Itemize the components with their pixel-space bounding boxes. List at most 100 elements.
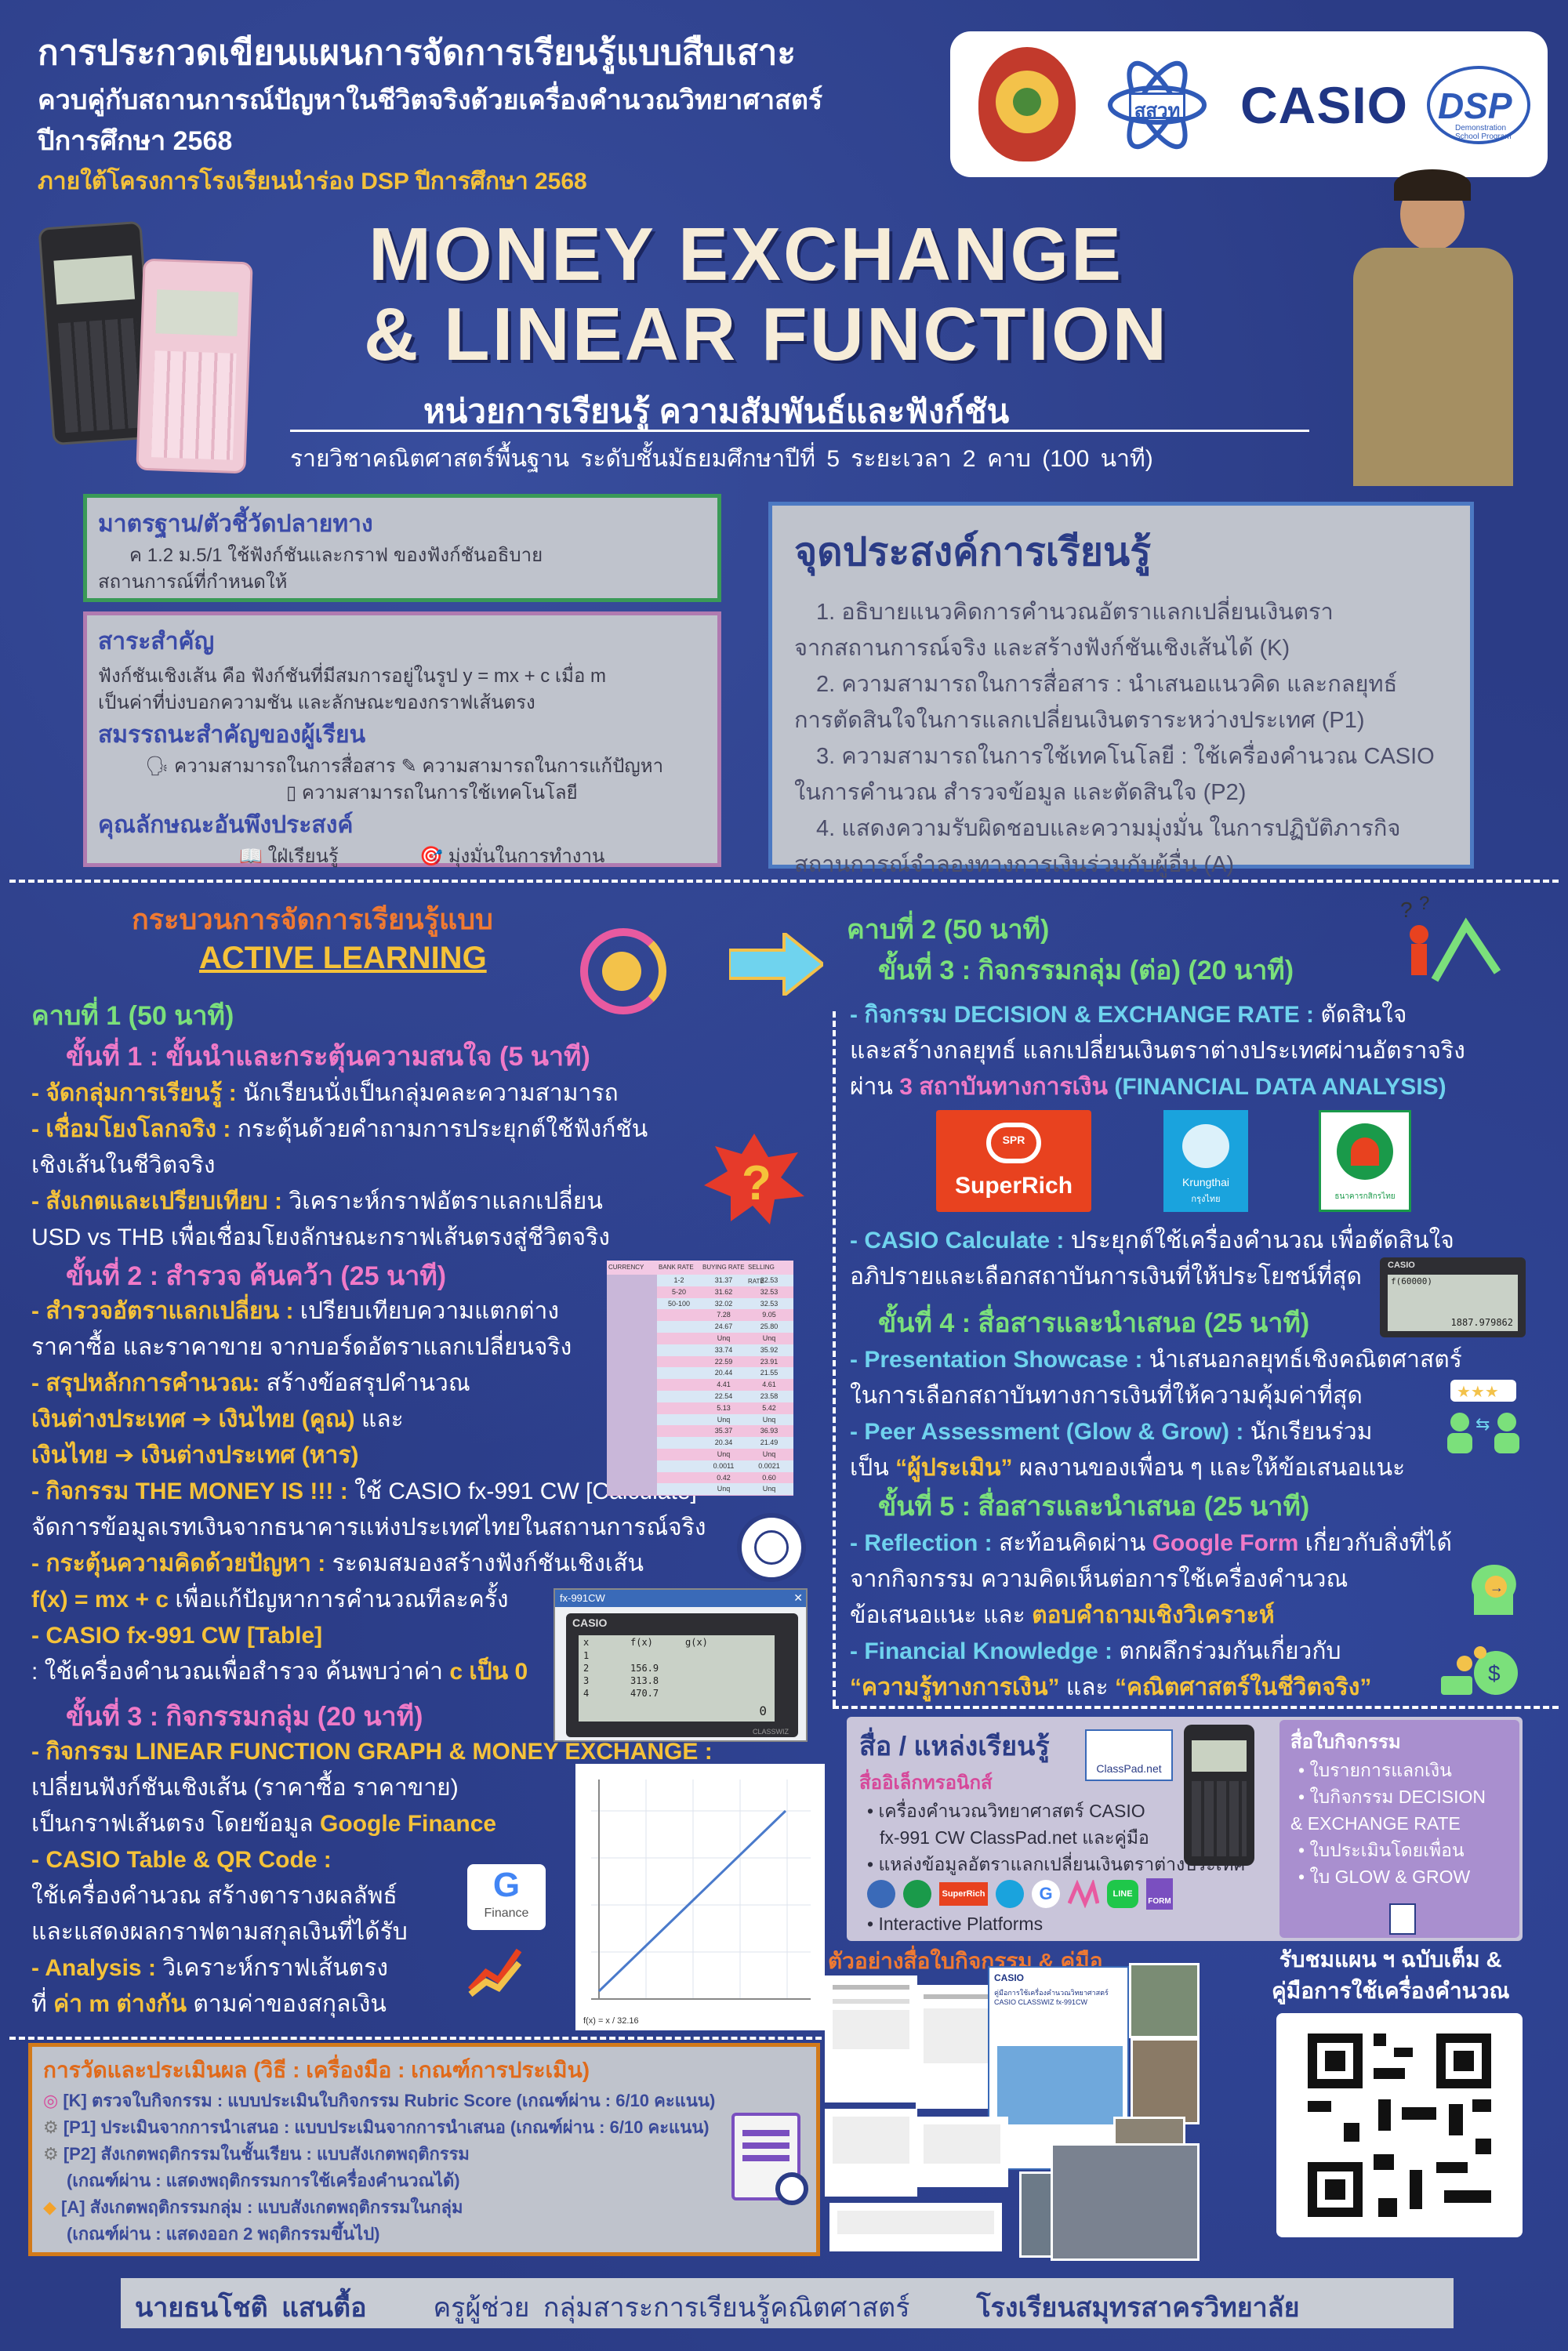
- e-media-title: สื่ออิเล็กทรอนิกส์: [859, 1772, 993, 1794]
- school-name: โรงเรียนสมุทรสาครวิทยาลัย: [976, 2293, 1300, 2323]
- objective-1a: 1. อธิบายแนวคิดการคำนวณอัตราแลกเปลี่ยนเง…: [816, 600, 1334, 625]
- rate-cell: 0.42: [717, 1473, 731, 1482]
- rate-cell: 22.54: [714, 1391, 733, 1400]
- standards-line2: สถานการณ์ที่กำหนดให้: [98, 571, 288, 593]
- e-media-1: • เครื่องคำนวณวิทยาศาสตร์ CASIO: [867, 1801, 1145, 1821]
- e-media-2: • แหล่งข้อมูลอัตราแลกเปลี่ยนเงินตราต่างป…: [867, 1854, 1246, 1874]
- col-g: g(x): [685, 1637, 708, 1648]
- rate-cell: 33.74: [714, 1345, 733, 1354]
- rate-cell: 0.0011: [713, 1461, 735, 1470]
- s1b-key: - เชื่อมโยงโลกจริง :: [31, 1116, 231, 1142]
- s2b-value3: เงินไทย ➔ เงินต่างประเทศ (หาร): [31, 1442, 359, 1468]
- s2a-value2: ราคาซื้อ และราคาขาย จากบอร์ดอัตราแลกเปลี…: [31, 1334, 572, 1360]
- main-title-line2: & LINEAR FUNCTION: [364, 292, 1169, 376]
- rate-cell: [607, 1275, 657, 1286]
- evaluation-title: การวัดและประเมินผล (วิธี : เครื่องมือ : …: [43, 2058, 590, 2082]
- r4-evaluator: “ผู้ประเมิน”: [895, 1455, 1013, 1481]
- classpad-icon: [867, 1880, 895, 1908]
- svg-text:?: ?: [1400, 898, 1413, 922]
- rate-cell: [657, 1437, 701, 1449]
- r4-be: เป็น: [850, 1455, 889, 1481]
- rate-cell: 1-2: [673, 1276, 684, 1284]
- qr-code[interactable]: [1276, 2013, 1523, 2237]
- gear-icon: ⚙: [43, 2117, 59, 2137]
- head-reflection-icon: →: [1466, 1560, 1524, 1618]
- competency-problem-solving: ความสามารถในการแก้ปัญหา: [422, 756, 664, 777]
- s2e-value2: c เป็น 0: [449, 1659, 528, 1685]
- money-bag-icon: $: [1441, 1637, 1524, 1700]
- superrich-sub: SPR: [1002, 1134, 1025, 1146]
- r5-value3: ข้อเสนอแนะ และ: [850, 1602, 1025, 1628]
- rate-header-cell: BUYING RATE: [702, 1264, 745, 1271]
- ipst-logo: สสวท: [1105, 53, 1209, 157]
- activity-sheets-box: สื่อใบกิจกรรม • ใบรายการแลกเงิน • ใบกิจก…: [1279, 1720, 1519, 1938]
- s3a-google-finance: Google Finance: [320, 1811, 497, 1837]
- step-5-content: - Reflection : สะท้อนคิดผ่าน Google Form…: [850, 1526, 1540, 1706]
- calc-table-cell: [685, 1675, 740, 1686]
- attribute-row: 📖 ใฝ่เรียนรู้ 🎯 มุ่งมั่นในการทำงาน: [98, 844, 706, 870]
- thinking-person-icon: ??: [1388, 893, 1505, 988]
- rate-cell: [607, 1367, 657, 1380]
- rate-cell: [607, 1437, 657, 1449]
- class-photo-5: [1051, 2143, 1200, 2261]
- rate-cell: 25.80: [760, 1322, 779, 1331]
- handshake-icon: ◆: [43, 2197, 56, 2217]
- rate-cell: [607, 1355, 657, 1368]
- rate-row: 0.42 0.60: [607, 1471, 793, 1484]
- sample-worksheet-3: [825, 2109, 917, 2197]
- attribute-eager: ใฝ่เรียนรู้: [267, 846, 339, 867]
- footer-bar: นายธนโชติ แสนตื้อ ครูผู้ช่วย กลุ่มสาระกา…: [121, 2278, 1454, 2328]
- pencil-icon: ✎: [401, 756, 417, 777]
- rate-cell: Unq: [717, 1333, 731, 1342]
- target-icon: ◎: [43, 2091, 59, 2110]
- dashed-divider-mid: [833, 1011, 836, 1706]
- r1-value2: และสร้างกลยุทธ์ แลกเปลี่ยนเงินตราต่างประ…: [850, 1038, 1465, 1064]
- r5-analytical-q: ตอบคำถามเชิงวิเคราะห์: [1032, 1602, 1275, 1628]
- rate-cell: [607, 1413, 657, 1426]
- rate-cell: [657, 1321, 701, 1333]
- rate-cell: [657, 1483, 701, 1495]
- objective-1b: จากสถานการณ์จริง และสร้างฟังก์ชันเชิงเส้…: [794, 636, 1290, 661]
- rate-cell: 4.61: [762, 1380, 776, 1389]
- calc-table-cell: [685, 1650, 740, 1661]
- peer-review-icon: ★★★⇆: [1439, 1380, 1527, 1455]
- sheet-2: • ใบกิจกรรม DECISION: [1298, 1787, 1486, 1807]
- step-4-content: - Presentation Showcase : นำเสนอกลยุทธ์เ…: [850, 1342, 1540, 1486]
- r5-value-end: เกี่ยวกับสิ่งที่ได้: [1305, 1530, 1452, 1556]
- r1-via: ผ่าน: [850, 1074, 893, 1100]
- arrow-right-icon: [728, 929, 826, 1000]
- qr-caption: รับชมแผน ฯ ฉบับเต็ม & คู่มือการใช้เครื่อ…: [1272, 1944, 1510, 2007]
- s2d-formula: f(x) = mx + c: [31, 1587, 169, 1613]
- s1b-value: กระตุ้นด้วยคำถามการประยุกต์ใช้ฟังก์ชัน: [237, 1116, 648, 1142]
- rate-cell: [657, 1356, 701, 1368]
- eval-a-criteria: (เกณฑ์ผ่าน : แสดงออก 2 พฤติกรรมขึ้นไป): [67, 2224, 380, 2244]
- rate-cell: 23.91: [760, 1357, 779, 1366]
- rate-cell: 5-20: [671, 1287, 686, 1296]
- sheet-title: สื่อใบกิจกรรม: [1290, 1732, 1401, 1753]
- svg-text:$: $: [1488, 1661, 1501, 1685]
- rate-cell: [607, 1483, 657, 1496]
- media-title: สื่อ / แหล่งเรียนรู้: [859, 1732, 1050, 1761]
- s3a-value2: เป็นกราฟเส้นตรง โดยข้อมูล: [31, 1811, 314, 1837]
- sample-manual: CASIO คู่มือการใช้เครื่องคำนวณวิทยาศาสตร…: [988, 1966, 1129, 2170]
- rate-cell: Unq: [717, 1449, 731, 1458]
- rate-cell: Unq: [762, 1485, 776, 1493]
- contest-subtitle: ควบคู่กับสถานการณ์ปัญหาในชีวิตจริงด้วยเค…: [38, 85, 823, 115]
- rate-cell: [657, 1379, 701, 1391]
- gear-icon: ⚙: [43, 2144, 59, 2164]
- speech-icon: 🗣: [145, 756, 169, 777]
- close-icon[interactable]: ✕: [793, 1591, 803, 1604]
- phone-icon: ▯: [286, 782, 297, 804]
- rate-cell: 0.60: [762, 1473, 776, 1482]
- r6-and: และ: [1065, 1674, 1109, 1700]
- s3b-key: - CASIO Table & QR Code :: [31, 1847, 332, 1873]
- rate-cell: [607, 1309, 657, 1322]
- rate-cell: [607, 1344, 657, 1356]
- s2b-key: - สรุปหลักการคำนวณ:: [31, 1370, 260, 1396]
